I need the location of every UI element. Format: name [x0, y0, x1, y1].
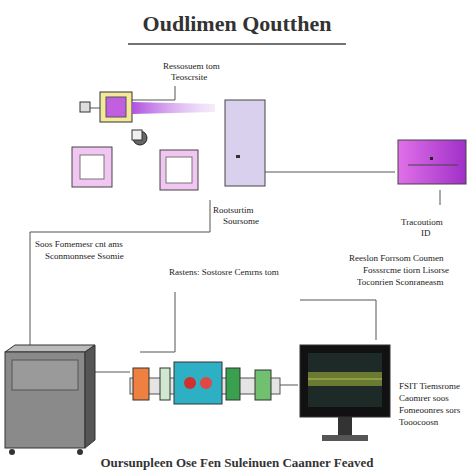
label: FSIT Tiemsrome	[398, 382, 461, 392]
caption: Oursunpleen Ose Fen Suleinuen Caanner Fe…	[99, 456, 374, 470]
pink-panels	[72, 147, 198, 190]
label: Sconmonnsee Ssomie	[44, 252, 125, 262]
cabinet	[5, 345, 95, 455]
label: Rastens: Sostosre Cemrns tom	[168, 268, 280, 278]
monitor	[300, 345, 390, 441]
label: Teoscrsite	[170, 73, 208, 83]
label: Toconrien Sconraneasm	[356, 278, 445, 288]
label: Soursome	[222, 217, 260, 227]
title: Oudlimen Qoutthen	[142, 12, 333, 36]
central-assembly	[130, 362, 280, 404]
label: Fomeoonres sors	[398, 406, 461, 416]
label: Tooocoosn	[398, 418, 439, 428]
label: Fosssrcme tiorn Lisorse	[362, 266, 450, 276]
label: Reeslon Forrsom Coumen	[348, 254, 445, 264]
light-source	[80, 92, 215, 145]
label: Tracoutiom	[400, 218, 444, 228]
label: Rootsurtim	[212, 206, 255, 216]
label: ID	[420, 229, 432, 239]
wires	[30, 86, 440, 385]
label: Caomrer soos	[398, 394, 450, 404]
label: Soos Fomemesr cnt ams	[34, 240, 124, 250]
title-rule	[128, 43, 346, 45]
label: Ressosuem tom	[162, 62, 221, 72]
magenta-unit	[398, 140, 466, 184]
detector-box	[225, 100, 265, 186]
